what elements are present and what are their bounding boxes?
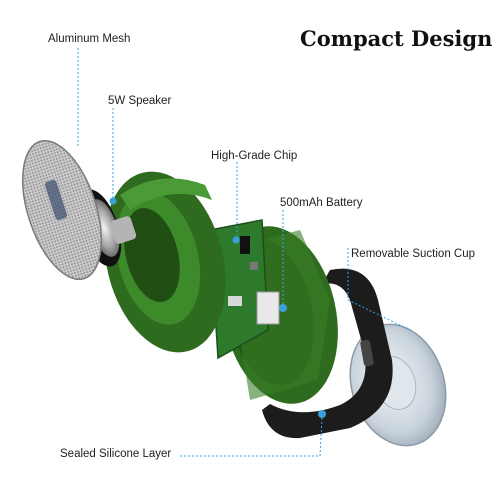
aluminum-mesh-grill xyxy=(21,139,103,281)
leader-lines xyxy=(77,48,411,457)
circuit-board xyxy=(209,219,280,360)
label-speaker: 5W Speaker xyxy=(108,95,172,107)
suction-cup xyxy=(349,323,447,447)
label-aluminum-mesh: Aluminum Mesh xyxy=(48,33,131,45)
black-mount-band xyxy=(262,268,393,439)
label-battery: 500mAh Battery xyxy=(280,197,363,209)
front-silicone-shell xyxy=(104,171,226,353)
headline: Compact Design xyxy=(300,26,493,51)
label-suction-cup: Removable Suction Cup xyxy=(351,248,476,260)
label-chip: High-Grade Chip xyxy=(211,150,298,162)
label-silicone-layer: Sealed Silicone Layer xyxy=(60,448,172,460)
